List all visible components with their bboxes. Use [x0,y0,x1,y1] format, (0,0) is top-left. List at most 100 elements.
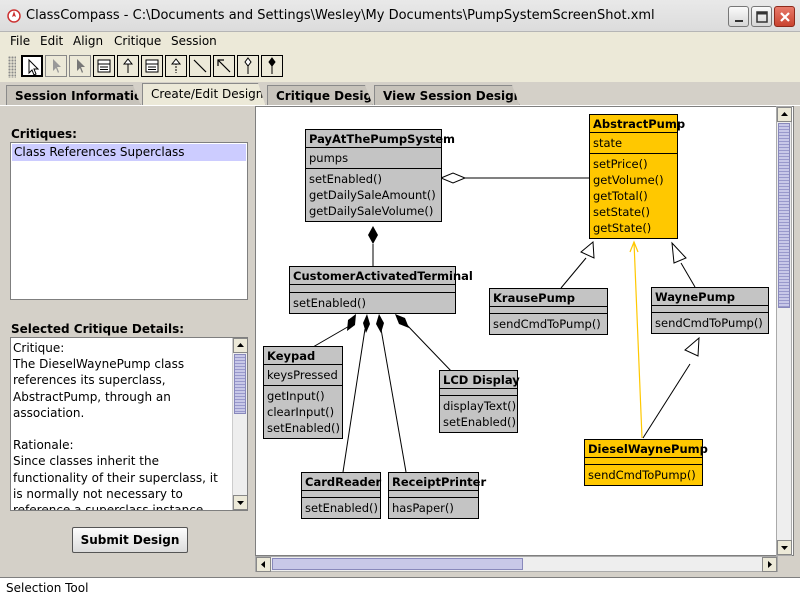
attributes-section: state [590,133,677,154]
composition-diamond [395,314,409,328]
operation: setEnabled() [305,501,379,515]
operation: getVolume() [593,173,664,187]
uml-class-customeractivatedterminal[interactable]: CustomerActivatedTerminal setEnabled() [289,266,473,314]
toolbar [0,52,800,82]
scroll-left-button[interactable] [256,557,271,572]
class-name: PayAtThePumpSystem [306,130,455,148]
operation: getDailySaleVolume() [309,204,434,218]
scroll-up-button[interactable] [777,107,792,122]
pointer-disabled-icon [77,59,85,73]
attributes-section [290,285,455,293]
class-name: DieselWaynePump [585,440,708,458]
maximize-button[interactable] [751,6,772,27]
highlighted-association-line[interactable] [633,241,643,439]
list-item[interactable]: Class References Superclass [12,144,246,161]
aggregation-diamond-icon [244,57,252,74]
disabled-tool-button[interactable] [45,55,67,77]
association-arrow [629,240,639,253]
generalization-line[interactable] [560,257,587,289]
class-name: AbstractPump [590,115,685,133]
scroll-down-button[interactable] [777,540,792,555]
critique-details-text: Critique: The DieselWaynePump class refe… [13,341,218,511]
operation: setEnabled() [309,172,383,186]
details-scrollbar[interactable] [232,338,247,510]
uml-class-receiptprinter[interactable]: ReceiptPrinter hasPaper() [388,472,486,519]
selection-tool-button[interactable] [21,55,43,77]
uml-class-cardreader[interactable]: CardReader setEnabled() [301,472,381,519]
operation: setState() [593,205,650,219]
realization-tool-button[interactable] [165,55,187,77]
association-line-icon [193,59,207,73]
menu-align[interactable]: Align [73,34,104,48]
menu-file[interactable]: File [10,34,31,48]
class-name: WaynePump [652,288,768,306]
uml-class-dieselwaynepump[interactable]: DieselWaynePump sendCmdToPump() [584,439,708,486]
scroll-up-button[interactable] [233,338,247,353]
composition-tool-button[interactable] [261,55,283,77]
operation: sendCmdToPump() [493,317,601,331]
operation: setPrice() [593,157,648,171]
canvas-horizontal-scrollbar[interactable] [255,556,778,572]
title-bar: ClassCompass - C:\Documents and Settings… [0,0,800,32]
minimize-button[interactable] [728,6,749,27]
critique-details-text-area[interactable]: Critique: The DieselWaynePump class refe… [10,337,248,511]
composition-line[interactable] [380,328,407,473]
generalization-tool-button[interactable] [117,55,139,77]
attributes-section [440,389,517,396]
operations-section: setEnabled() getDailySaleAmount() getDai… [306,169,441,221]
operation: getInput() [267,389,325,403]
close-button[interactable] [774,6,795,27]
generalization-arrowhead [684,336,700,357]
critiques-list[interactable]: Class References Superclass [10,142,248,300]
submit-design-button[interactable]: Submit Design [72,527,188,553]
scroll-thumb[interactable] [778,123,790,308]
composition-line[interactable] [342,328,366,473]
directed-association-icon [217,59,231,73]
disabled-tool-button[interactable] [69,55,91,77]
tab-bar: Session Information Create/Edit Design C… [0,82,800,106]
operation: sendCmdToPump() [655,316,763,330]
class-tool-button[interactable] [93,55,115,77]
interface-tool-button[interactable] [141,55,163,77]
uml-class-payatthepumpsystem[interactable]: PayAtThePumpSystem pumps setEnabled() ge… [305,129,455,222]
maximize-icon [756,11,768,23]
arrow-up-icon [781,112,788,116]
tab-critique-design[interactable]: Critique Design [267,85,373,106]
scroll-down-button[interactable] [233,495,247,510]
menu-session[interactable]: Session [171,34,217,48]
status-bar: Selection Tool [0,577,800,600]
uml-class-lcd-display[interactable]: LCD Display displayText() setEnabled() [439,370,520,433]
scroll-right-button[interactable] [762,557,777,572]
attribute: keysPressed [267,368,338,382]
class-name: LCD Display [440,371,520,389]
menu-edit[interactable]: Edit [40,34,64,48]
menu-critique[interactable]: Critique [114,34,162,48]
tab-view-session-designs[interactable]: View Session Designs [374,85,520,106]
uml-class-keypad[interactable]: Keypad keysPressed getInput() clearInput… [263,346,343,439]
composition-line[interactable] [312,324,352,348]
uml-class-krausepump[interactable]: KrausePump sendCmdToPump() [489,288,608,335]
arrow-up-icon [237,343,244,347]
generalization-line[interactable] [680,262,696,288]
details-label: Selected Critique Details: [11,322,185,336]
window-title: ClassCompass - C:\Documents and Settings… [26,8,655,23]
uml-class-waynepump[interactable]: WaynePump sendCmdToPump() [651,287,769,334]
generalization-line[interactable] [642,363,691,439]
composition-diamond [368,226,378,244]
canvas-vertical-scrollbar[interactable] [776,106,792,556]
tab-create-edit-design[interactable]: Create/Edit Design [142,83,266,107]
class-name: CardReader [302,473,381,491]
tab-session-information[interactable]: Session Information [6,85,141,106]
association-tool-button[interactable] [189,55,211,77]
attributes-section [652,306,768,313]
composition-line[interactable] [404,322,454,374]
scroll-thumb[interactable] [272,558,523,570]
arrow-down-icon [237,501,244,505]
aggregation-tool-button[interactable] [237,55,259,77]
attribute: pumps [309,151,349,165]
uml-class-abstractpump[interactable]: AbstractPump state setPrice() getVolume(… [589,114,685,239]
scroll-thumb[interactable] [234,354,246,414]
class-name: Keypad [264,347,342,365]
toolbar-grip[interactable] [8,56,16,78]
directed-association-tool-button[interactable] [213,55,235,77]
